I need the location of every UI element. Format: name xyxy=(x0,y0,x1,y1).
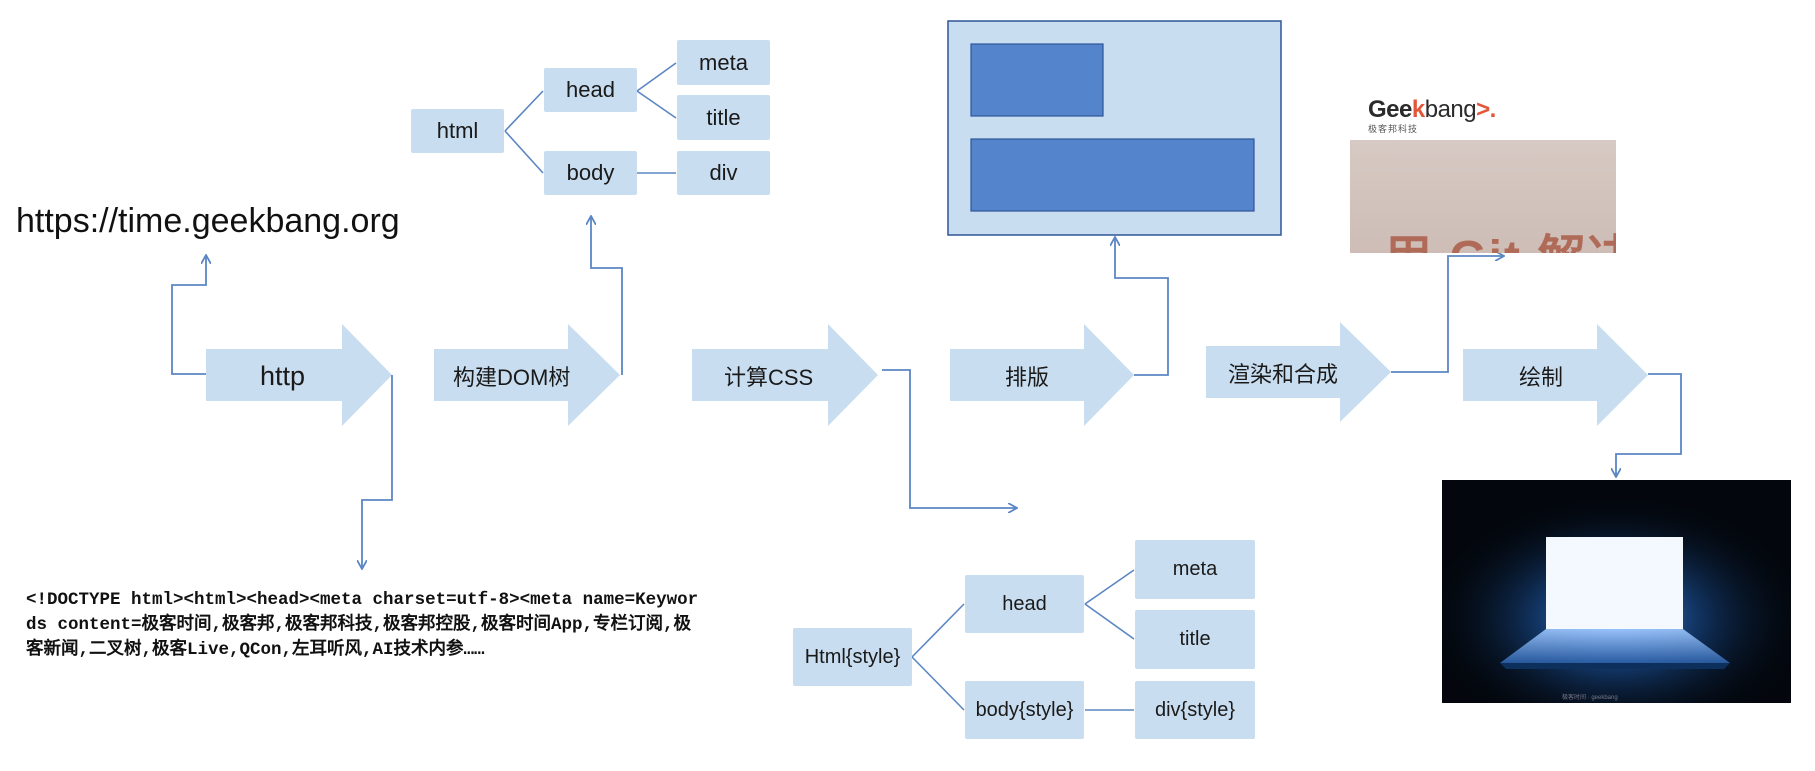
connector-paint-to-screen xyxy=(1616,373,1682,476)
style-node-html: Html{style} xyxy=(793,628,912,686)
step-label-layout: 排版 xyxy=(1005,365,1050,390)
step-label-paint: 绘制 xyxy=(1519,365,1564,390)
screen-caption: 极客时间 · geekbang xyxy=(1562,695,1618,701)
step-arrow-layout xyxy=(950,324,1134,426)
geekbang-logo: Geekbang>. 极客邦科技 xyxy=(1368,96,1496,135)
layout-block-bottom xyxy=(970,138,1255,212)
laptop-screen-photo: 极客时间 · geekbang xyxy=(1442,480,1791,703)
step-arrow-paint xyxy=(1463,324,1648,426)
dom-node-body: body xyxy=(544,151,637,195)
dom-node-head: head xyxy=(544,68,637,112)
style-node-body: body{style} xyxy=(965,681,1084,739)
style-tree-lines xyxy=(911,569,1135,711)
step-arrow-composite xyxy=(1206,322,1391,422)
dom-tree-lines xyxy=(504,62,677,174)
dom-node-html: html xyxy=(411,109,504,153)
step-arrow-dom xyxy=(434,324,620,426)
step-arrow-css xyxy=(692,324,878,426)
laptop-illustration xyxy=(1442,480,1791,703)
html-source-text: <!DOCTYPE html><html><head><meta charset… xyxy=(26,590,699,660)
logo-wordmark: Geekbang>. xyxy=(1368,96,1496,123)
composited-layer-thumbnail: 用 Git 解决 xyxy=(1350,140,1616,253)
dom-node-div: div xyxy=(677,151,770,195)
step-label-dom: 构建DOM树 xyxy=(453,365,571,390)
connector-layout-to-boxes xyxy=(1115,238,1169,376)
step-label-composite: 渲染和合成 xyxy=(1228,362,1339,387)
layout-block-top xyxy=(970,43,1104,117)
step-arrow-http xyxy=(206,324,392,426)
connector-http-to-url xyxy=(171,256,206,375)
style-node-title: title xyxy=(1135,610,1255,669)
step-label-http: http xyxy=(260,360,306,391)
dom-node-meta: meta xyxy=(677,40,770,85)
layout-illustration xyxy=(947,20,1282,236)
style-node-head: head xyxy=(965,575,1084,633)
connector-dom-to-tree xyxy=(591,217,623,375)
connector-composite-to-thumb xyxy=(1391,256,1503,373)
logo-subtitle: 极客邦科技 xyxy=(1368,124,1419,134)
step-label-css: 计算CSS xyxy=(724,365,814,390)
connector-http-to-source xyxy=(362,375,393,568)
dom-node-title: title xyxy=(677,95,770,140)
style-node-meta: meta xyxy=(1135,540,1255,599)
connector-css-to-styletree xyxy=(882,369,1016,508)
url-text: https://time.geekbang.org xyxy=(16,202,400,240)
laptop-display xyxy=(1546,537,1683,629)
laptop-keyboard xyxy=(1500,629,1730,663)
thumbnail-text: 用 Git 解决 xyxy=(1384,218,1616,253)
style-node-div: div{style} xyxy=(1135,681,1255,739)
